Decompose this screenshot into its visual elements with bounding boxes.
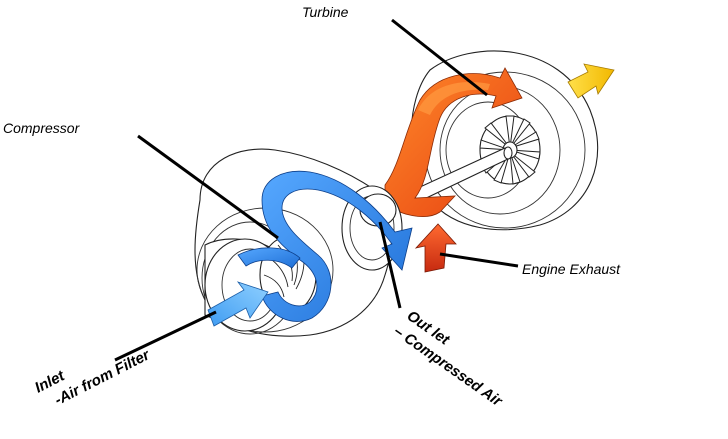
inlet-leader-line [114, 310, 217, 362]
turbine-label: Turbine [302, 4, 349, 20]
inlet-sublabel: -Air from Filter [52, 346, 154, 409]
exhaust-arrow [414, 223, 457, 273]
compressor-flow [237, 170, 413, 322]
turbine-leader-line [391, 18, 488, 97]
engine-exhaust-label: Engine Exhaust [522, 261, 621, 277]
inlet-arrow [207, 281, 269, 327]
compressor-leader-line [137, 134, 279, 240]
compressor-label: Compressor [3, 120, 81, 136]
turbine-flow [384, 67, 523, 217]
exhaust-leader-line [439, 252, 519, 268]
outlet-leader-line [378, 221, 402, 309]
turbine-outlet-arrow [567, 63, 615, 99]
